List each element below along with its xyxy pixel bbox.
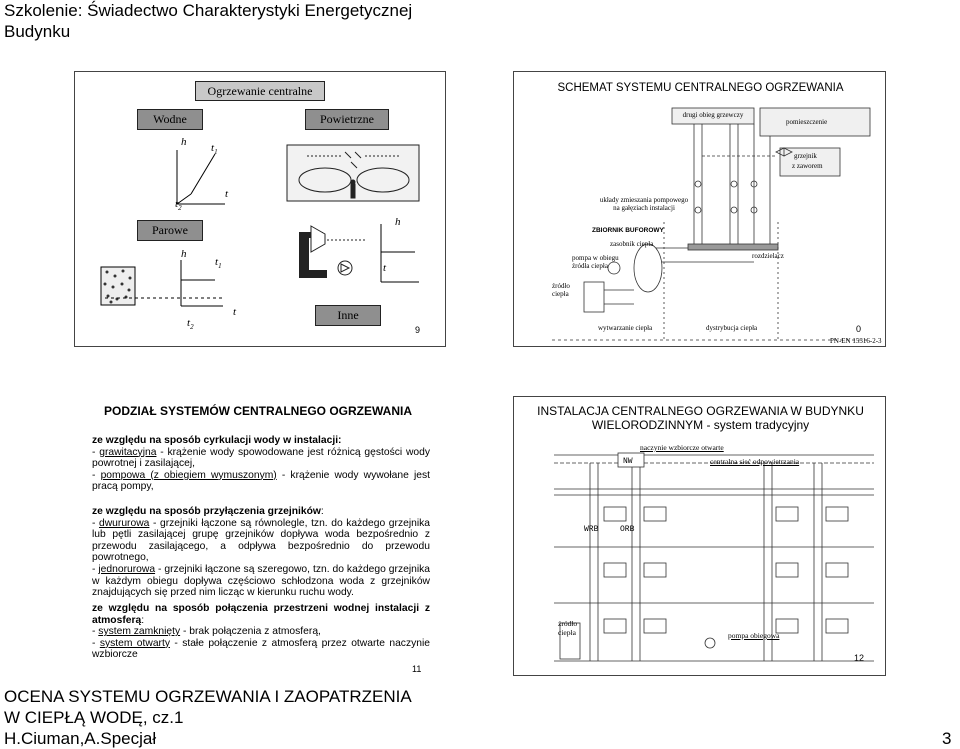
axis-t-1: t <box>225 188 229 200</box>
schematic-diagram <box>552 107 871 341</box>
header-line-2: Budynku <box>4 22 71 41</box>
temperature-graph-water <box>176 150 225 205</box>
slide1-title-box: Ogrzewanie centralne <box>195 81 325 101</box>
powietrzne-label: Powietrzne <box>320 112 374 126</box>
slide3-title: PODZIAŁ SYSTEMÓW CENTRALNEGO OGRZEWANIA <box>104 404 412 418</box>
axis-t1-1: t1 <box>211 142 218 157</box>
axis-h-3: h <box>395 216 401 228</box>
wodne-label: Wodne <box>153 112 187 126</box>
axis-t-2: t <box>233 306 237 318</box>
section-radiator-connection: ze względu na sposób przyłączenia grzejn… <box>92 506 431 599</box>
parowe-label: Parowe <box>152 223 188 237</box>
document-footer: OCENA SYSTEMU OGRZEWANIA I ZAOPATRZENIA … <box>4 686 412 749</box>
building-installation-diagram <box>554 452 874 662</box>
label-wytwarzanie: wytwarzanie ciepła <box>598 324 653 332</box>
temperature-graph-other <box>380 224 419 283</box>
wodne-box: Wodne <box>137 109 203 130</box>
footer-page-number: 3 <box>942 729 952 748</box>
slide-heating-types: Ogrzewanie centralne Wodne Powietrzne Pa… <box>74 71 446 347</box>
section-atmosphere: ze względu na sposób połączenia przestrz… <box>92 603 430 661</box>
label-naczynie: naczynie wzbiorcze otwarte <box>640 443 724 452</box>
temperature-graph-steam <box>180 260 223 307</box>
slide1-title: Ogrzewanie centralne <box>207 83 313 98</box>
header-line-1: Szkolenie: Świadectwo Charakterystyki En… <box>4 1 413 20</box>
slide4-page-number: 12 <box>854 653 865 663</box>
slide1-diagrams <box>100 144 420 307</box>
label-rozdzielacz: rozdzielacz <box>752 252 784 260</box>
axis-t1-2: t1 <box>215 256 222 271</box>
label-zasobnik: zasobnik ciepła <box>610 240 654 248</box>
steam-heating-icon <box>100 225 365 306</box>
label-norm: PN-EN 15316-2-3 <box>830 337 882 345</box>
axis-t-3: t <box>383 262 387 274</box>
label-orb: ORB <box>620 525 635 534</box>
slide4-title: INSTALACJA CENTRALNEGO OGRZEWANIA W BUDY… <box>537 404 864 432</box>
slide-building-installation: INSTALACJA CENTRALNEGO OGRZEWANIA W BUDY… <box>513 396 886 676</box>
slide3-page-number: 11 <box>412 664 422 674</box>
label-pompa-obiegowa: pompa obiegowa <box>728 631 780 640</box>
label-pomieszczenie: pomieszczenie <box>786 118 828 126</box>
axis-h-2: h <box>181 248 187 260</box>
slide1-page-number: 9 <box>415 325 421 335</box>
label-dystrybucja: dystrybucja ciepła <box>706 324 758 332</box>
label-drugi-obieg: drugi obieg grzewczy <box>682 111 744 119</box>
footer-line-3: H.Ciuman,A.Specjał <box>4 729 157 748</box>
label-centralna-siec: centralna sieć odpowietrzania <box>710 457 800 466</box>
slide-system-schematic: SCHEMAT SYSTEMU CENTRALNEGO OGRZEWANIA <box>513 71 886 347</box>
slide2-page-number: 0 <box>856 324 862 334</box>
footer-line-2: W CIEPŁĄ WODĘ, cz.1 <box>4 708 184 727</box>
section-circulation: ze względu na sposób cyrkulacji wody w i… <box>92 435 430 493</box>
powietrzne-box: Powietrzne <box>305 109 389 130</box>
inne-label: Inne <box>337 308 359 322</box>
footer-line-1: OCENA SYSTEMU OGRZEWANIA I ZAOPATRZENIA <box>4 687 412 706</box>
slide2-title: SCHEMAT SYSTEMU CENTRALNEGO OGRZEWANIA <box>557 82 844 94</box>
label-grzejnik: grzejnik <box>794 152 817 160</box>
label-nw: NW <box>623 457 633 466</box>
axis-t2-2: t2 <box>187 317 194 332</box>
slide-system-classification: PODZIAŁ SYSTEMÓW CENTRALNEGO OGRZEWANIA … <box>0 396 446 676</box>
label-zbiornik: ZBIORNIK BUFOROWY <box>592 227 664 234</box>
axis-h-1: h <box>181 136 187 148</box>
parowe-box: Parowe <box>137 220 203 241</box>
axis-t2-1: t2 <box>175 198 182 213</box>
document-header: Szkolenie: Świadectwo Charakterystyki En… <box>4 0 412 42</box>
air-heating-room-icon <box>286 144 420 202</box>
label-z-zaworem: z zaworem <box>792 162 823 170</box>
inne-box: Inne <box>315 305 381 326</box>
label-wrb: WRB <box>584 525 599 534</box>
